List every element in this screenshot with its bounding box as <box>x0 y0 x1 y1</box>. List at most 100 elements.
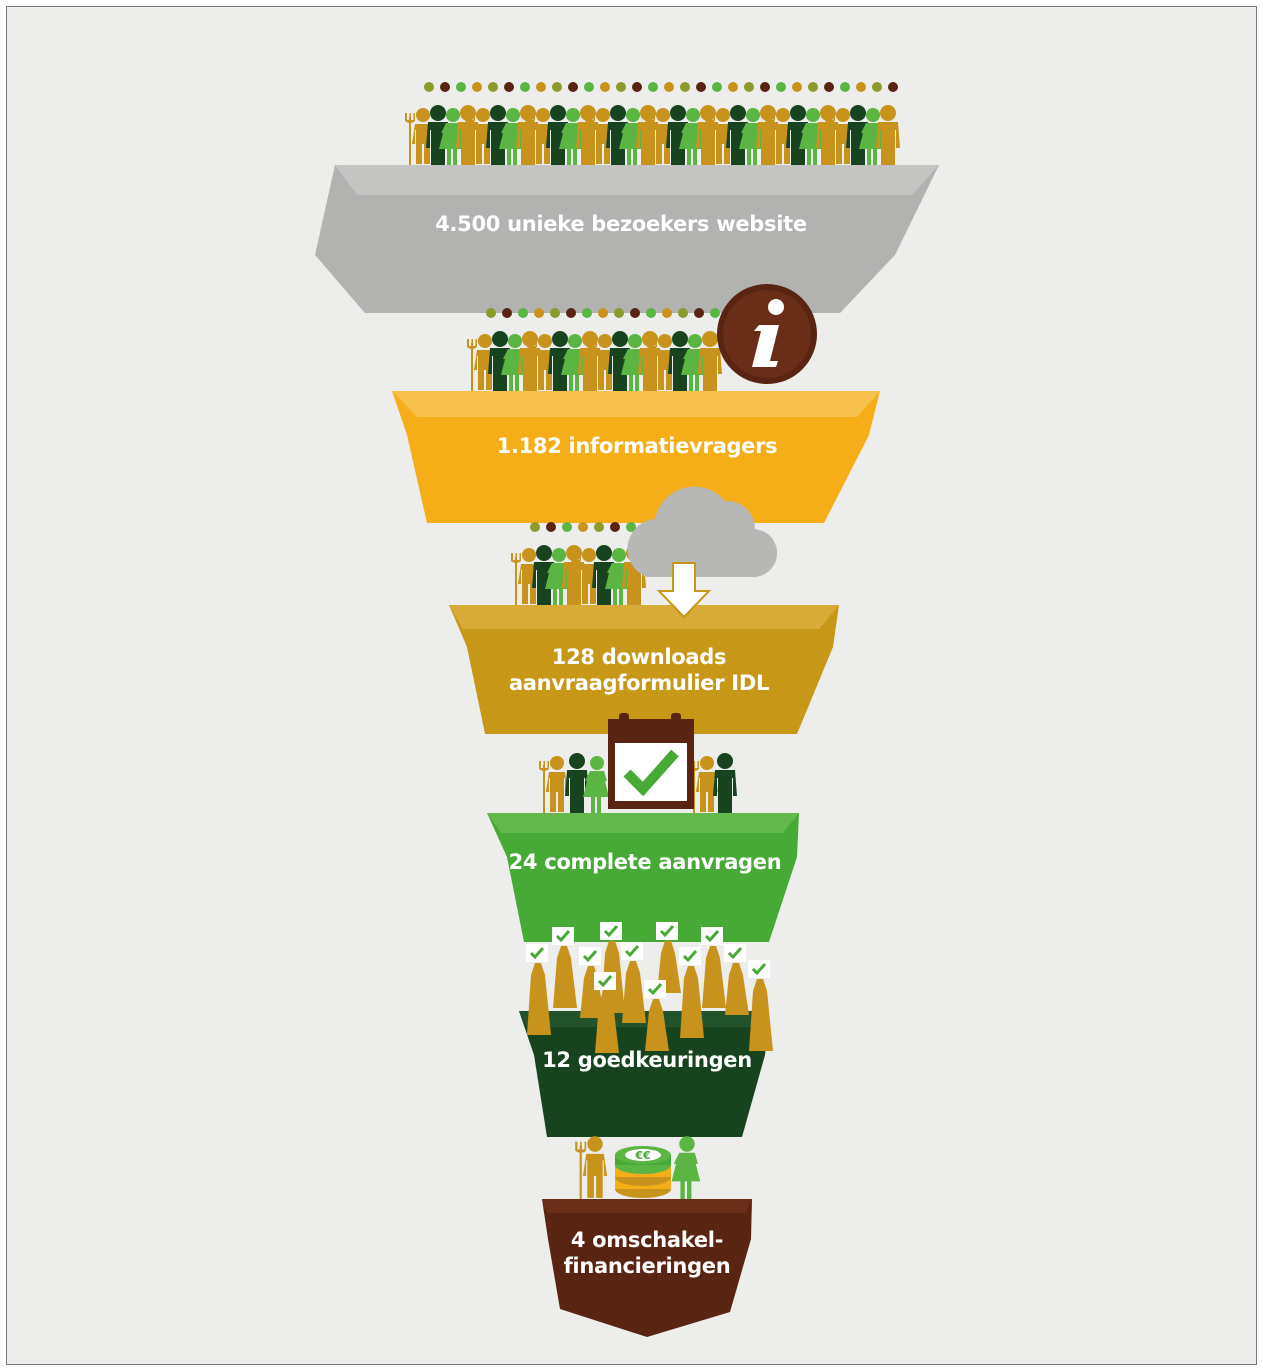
raised-arm-icon <box>749 979 773 1051</box>
background-head-icon <box>840 82 850 92</box>
raised-arm-icon <box>702 946 726 1008</box>
background-head-icon <box>568 82 578 92</box>
check-sign-icon <box>592 970 618 992</box>
raised-arm-icon <box>680 966 704 1038</box>
stage-1-label: 4.500 unieke bezoekers website <box>435 212 807 236</box>
stage-4-label: 24 complete aanvragen <box>509 850 782 874</box>
funnel-stage-5: 12 goedkeuringen <box>519 920 773 1137</box>
background-head-icon <box>546 522 556 532</box>
funnel-band-5 <box>519 1011 769 1137</box>
check-sign-icon <box>654 920 680 942</box>
background-head-icon <box>520 82 530 92</box>
cloud-download-icon <box>627 486 778 619</box>
background-head-icon <box>694 308 704 318</box>
funnel-stage-2: 1.182 informatievragers <box>392 284 880 523</box>
background-head-icon <box>594 522 604 532</box>
person-icon <box>713 753 737 813</box>
background-head-icon <box>472 82 482 92</box>
background-head-icon <box>600 82 610 92</box>
check-sign-icon <box>699 925 725 947</box>
check-sign-icon <box>677 945 703 967</box>
background-head-icon <box>584 82 594 92</box>
stage-6-label: 4 omschakel-financieringen <box>564 1228 731 1278</box>
infographic-frame: 4.500 unieke bezoekers website 1.182 inf… <box>6 6 1257 1365</box>
funnel-band-4 <box>487 813 799 942</box>
background-head-icon <box>710 308 720 318</box>
background-head-icon <box>760 82 770 92</box>
background-head-icon <box>824 82 834 92</box>
background-head-icon <box>518 308 528 318</box>
raised-arm-icon <box>622 961 646 1023</box>
background-head-icon <box>440 82 450 92</box>
funnel-stage-6: €€ 4 omschakel-financieringen <box>542 1136 752 1337</box>
person-icon <box>575 1136 608 1199</box>
background-head-icon <box>566 308 576 318</box>
background-head-icon <box>626 522 636 532</box>
raised-hands-check-icon <box>524 920 773 1053</box>
background-head-icon <box>662 308 672 318</box>
background-head-icon <box>488 82 498 92</box>
background-head-icon <box>744 82 754 92</box>
funnel-band-2 <box>392 391 880 523</box>
background-head-icon <box>502 308 512 318</box>
background-head-icon <box>582 308 592 318</box>
person-icon <box>671 1136 701 1199</box>
background-head-icon <box>614 308 624 318</box>
funnel-stage-1: 4.500 unieke bezoekers website <box>315 82 939 313</box>
svg-text:€€: €€ <box>634 1149 650 1162</box>
check-sign-icon <box>642 978 668 1000</box>
background-head-icon <box>424 82 434 92</box>
background-head-icon <box>776 82 786 92</box>
calendar-check-icon <box>608 713 694 809</box>
background-head-icon <box>792 82 802 92</box>
background-head-icon <box>550 308 560 318</box>
background-head-icon <box>872 82 882 92</box>
background-head-icon <box>504 82 514 92</box>
funnel-band-1 <box>315 165 939 313</box>
background-head-icon <box>648 82 658 92</box>
background-head-icon <box>530 522 540 532</box>
check-sign-icon <box>619 940 645 962</box>
funnel-band-3 <box>449 605 839 734</box>
check-sign-icon <box>524 942 550 964</box>
funnel-band-6 <box>542 1199 752 1337</box>
check-sign-icon <box>550 925 576 947</box>
background-head-icon <box>646 308 656 318</box>
background-head-icon <box>696 82 706 92</box>
check-sign-icon <box>598 920 624 942</box>
background-head-icon <box>598 308 608 318</box>
background-head-icon <box>728 82 738 92</box>
background-head-icon <box>536 82 546 92</box>
raised-arm-icon <box>553 946 577 1008</box>
raised-arm-icon <box>527 963 551 1035</box>
crowd-icon <box>405 82 900 165</box>
funnel-diagram: 4.500 unieke bezoekers website 1.182 inf… <box>315 82 939 1337</box>
check-sign-icon <box>722 942 748 964</box>
check-sign-icon <box>746 958 772 980</box>
person-icon <box>565 753 589 813</box>
background-head-icon <box>486 308 496 318</box>
background-head-icon <box>610 522 620 532</box>
background-head-icon <box>632 82 642 92</box>
background-head-icon <box>712 82 722 92</box>
background-head-icon <box>888 82 898 92</box>
background-head-icon <box>578 522 588 532</box>
person-icon <box>583 756 609 813</box>
info-icon <box>717 284 817 384</box>
background-head-icon <box>534 308 544 318</box>
person-icon <box>539 756 568 813</box>
raised-arm-icon <box>595 991 619 1053</box>
euro-coins-icon: €€ <box>615 1146 671 1198</box>
background-head-icon <box>680 82 690 92</box>
background-head-icon <box>856 82 866 92</box>
stage-2-label: 1.182 informatievragers <box>497 434 778 458</box>
background-head-icon <box>616 82 626 92</box>
raised-arm-icon <box>725 963 749 1015</box>
background-head-icon <box>808 82 818 92</box>
background-head-icon <box>456 82 466 92</box>
funnel-stage-4: 24 complete aanvragen <box>487 713 799 942</box>
check-sign-icon <box>577 945 603 967</box>
background-head-icon <box>562 522 572 532</box>
